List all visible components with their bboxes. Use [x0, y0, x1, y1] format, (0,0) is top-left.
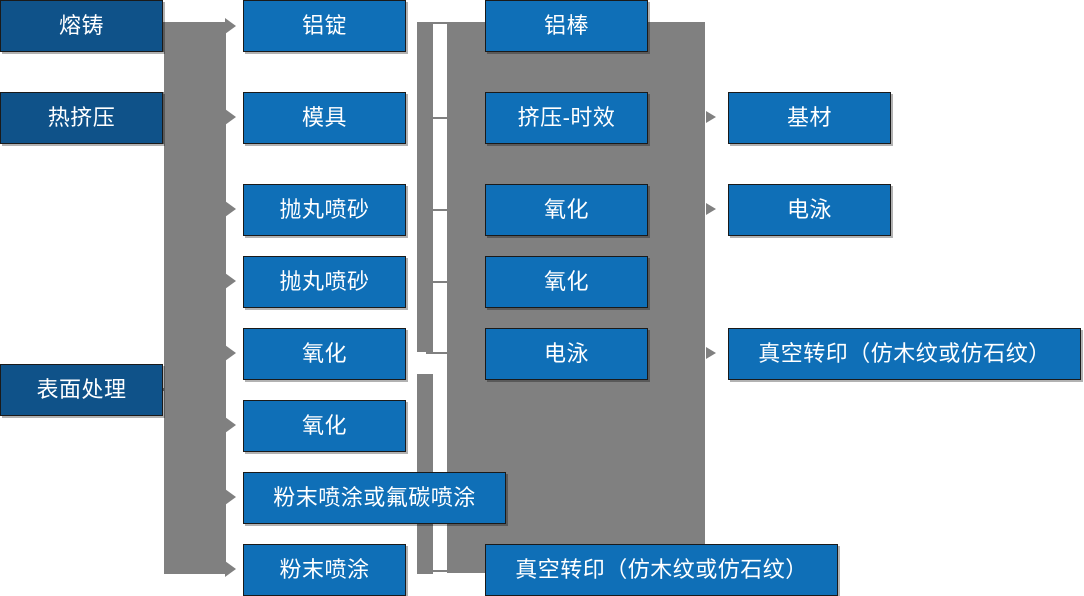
node-label: 熔铸: [58, 13, 104, 38]
node-label: 氧化: [301, 413, 347, 438]
node-output-1[interactable]: 基材: [728, 92, 891, 144]
connector-stub-stage1: [163, 22, 171, 52]
node-stage-3[interactable]: 表面处理: [0, 364, 163, 416]
node-process-5[interactable]: 氧化: [243, 328, 406, 380]
node-label: 电泳: [786, 197, 832, 222]
arrow-to-p8: [225, 561, 236, 577]
node-treatment-6[interactable]: 真空转印（仿木纹或仿石纹）: [485, 544, 838, 596]
node-label: 挤压-时效: [517, 105, 616, 130]
connector-tick-2: [426, 117, 450, 119]
node-label: 抛丸喷砂: [279, 269, 370, 294]
node-label: 铝锭: [301, 13, 347, 38]
arrow-to-o2: [706, 203, 716, 215]
arrow-to-p6: [225, 417, 236, 433]
node-process-3[interactable]: 抛丸喷砂: [243, 184, 406, 236]
arrow-to-p5: [225, 345, 236, 361]
node-label: 真空转印（仿木纹或仿石纹）: [515, 557, 808, 582]
node-treatment-4[interactable]: 氧化: [485, 256, 648, 308]
node-process-6[interactable]: 氧化: [243, 400, 406, 452]
connector-band-stages: [164, 22, 226, 574]
node-label: 氧化: [543, 269, 589, 294]
node-label: 真空转印（仿木纹或仿石纹）: [758, 341, 1051, 366]
arrow-to-p7: [225, 489, 236, 505]
node-label: 铝棒: [543, 13, 589, 38]
node-treatment-1[interactable]: 铝棒: [485, 0, 648, 52]
arrow-to-o3: [706, 347, 716, 359]
node-treatment-2[interactable]: 挤压-时效: [485, 92, 648, 144]
node-process-4[interactable]: 抛丸喷砂: [243, 256, 406, 308]
node-label: 表面处理: [36, 377, 127, 402]
node-label: 氧化: [543, 197, 589, 222]
connector-stub-stage3: [163, 388, 177, 391]
node-process-8[interactable]: 粉末喷涂: [243, 544, 406, 596]
arrow-to-p4: [225, 273, 236, 289]
connector-tick-5: [426, 352, 450, 354]
connector-tick-6: [426, 570, 450, 572]
node-output-3[interactable]: 真空转印（仿木纹或仿石纹）: [728, 328, 1081, 380]
connector-tick-3: [426, 209, 450, 211]
node-process-7[interactable]: 粉末喷涂或氟碳喷涂: [243, 472, 506, 524]
arrow-to-p3: [225, 201, 236, 217]
connector-tick-4: [426, 281, 450, 283]
node-stage-1[interactable]: 熔铸: [0, 0, 163, 52]
node-process-1[interactable]: 铝锭: [243, 0, 406, 52]
node-label: 热挤压: [47, 105, 116, 130]
connector-stub-stage2: [163, 92, 171, 144]
arrow-to-p2: [225, 109, 236, 125]
node-label: 抛丸喷砂: [279, 197, 370, 222]
node-treatment-3[interactable]: 氧化: [485, 184, 648, 236]
node-label: 模具: [301, 105, 347, 130]
node-treatment-5[interactable]: 电泳: [485, 328, 648, 380]
node-label: 氧化: [301, 341, 347, 366]
connector-rail-upper: [417, 22, 433, 352]
node-stage-2[interactable]: 热挤压: [0, 92, 163, 144]
node-label: 粉末喷涂: [279, 557, 370, 582]
arrow-to-o1: [706, 111, 716, 123]
arrow-to-p1: [225, 18, 236, 34]
node-label: 电泳: [543, 341, 589, 366]
node-output-2[interactable]: 电泳: [728, 184, 891, 236]
node-process-2[interactable]: 模具: [243, 92, 406, 144]
node-label: 粉末喷涂或氟碳喷涂: [273, 485, 476, 510]
node-label: 基材: [786, 105, 832, 130]
connector-tick-1: [426, 22, 450, 24]
